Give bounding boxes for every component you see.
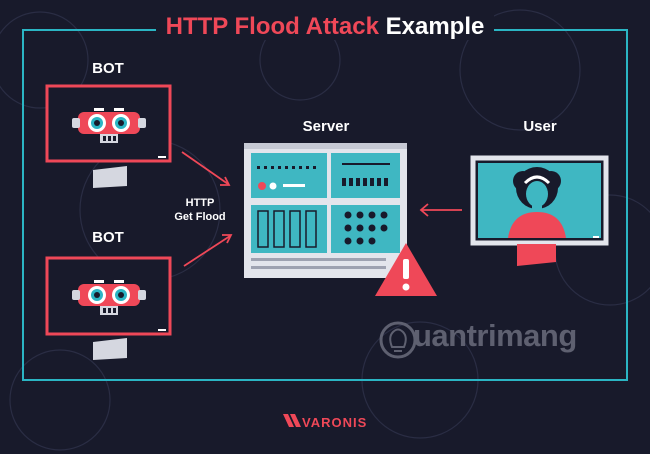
server-label: Server [302, 118, 350, 135]
bot-monitor-bottom [45, 256, 172, 360]
user-arrow [419, 203, 462, 217]
flood-label-line1: HTTP [185, 197, 215, 209]
flood-label-line2: Get Flood [174, 211, 226, 223]
user-monitor [470, 155, 609, 266]
bot-monitor-top [45, 84, 172, 188]
watermark-text: uantrimang [413, 318, 577, 353]
user-label: User [523, 118, 557, 135]
flood-arrow-top [181, 151, 231, 186]
brand-name: VARONIS [302, 415, 368, 430]
user-avatar-icon [508, 167, 566, 238]
page-title: HTTP Flood Attack Example [0, 13, 650, 41]
lightbulb-icon [379, 321, 417, 359]
server-illustration [244, 143, 407, 278]
warning-icon [375, 243, 437, 296]
title-highlight: HTTP Flood Attack [165, 13, 379, 40]
robot-face-icon [72, 280, 146, 315]
title-rest: Example [385, 13, 485, 40]
bot-label-top: BOT [92, 60, 124, 77]
robot-face-icon [72, 108, 146, 143]
flood-label: HTTP Get Flood [165, 196, 235, 224]
varonis-logo-icon [283, 414, 301, 427]
flood-arrow-bottom [183, 234, 233, 267]
bot-label-bottom: BOT [92, 229, 124, 246]
